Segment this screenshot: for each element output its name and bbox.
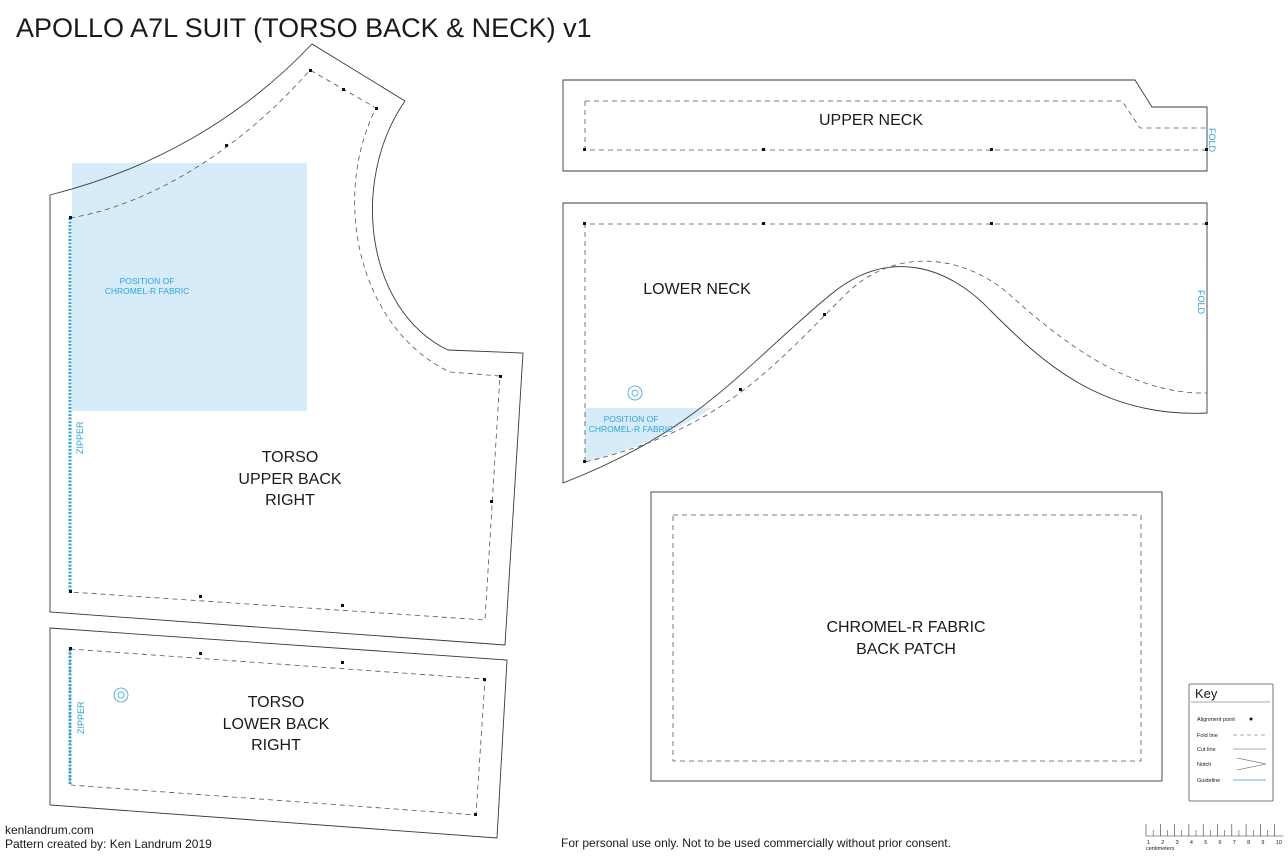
torso-upper-back-cut-line: [49, 43, 524, 646]
torso-upper-back-label-line3: RIGHT: [265, 492, 315, 509]
chromel-position-label-line1: POSITION OF: [604, 414, 659, 424]
ruler-number: 6: [1219, 840, 1222, 846]
torso-lower-back-label-line3: RIGHT: [251, 737, 301, 754]
footer-site: kenlandrum.com: [5, 823, 94, 837]
torso-upper-back-label-line1: TORSO: [262, 449, 319, 466]
back-patch-cut-line: [650, 491, 1163, 782]
footer-notice: For personal use only. Not to be used co…: [561, 836, 951, 850]
zipper-label: ZIPPER: [75, 421, 85, 454]
page-title: APOLLO A7L SUIT (TORSO BACK & NECK) v1: [16, 13, 592, 43]
key-item-alignment-point: Alignment point: [1197, 717, 1235, 723]
target-icon: [627, 385, 643, 401]
ruler-number: 5: [1204, 840, 1207, 846]
torso-upper-back-piece: ZIPPER POSITION OF CHROMEL-R FABRIC TORS…: [49, 43, 524, 646]
alignment-points: [583, 148, 1208, 151]
back-patch-label-line2: BACK PATCH: [856, 641, 956, 658]
chromel-r-position-area: [585, 408, 712, 462]
chromel-position-label-line2: CHROMEL-R FABRIC: [105, 286, 190, 296]
lower-neck-label: LOWER NECK: [643, 281, 751, 298]
back-patch-label-line1: CHROMEL-R FABRIC: [826, 619, 985, 636]
ruler-number: 7: [1233, 840, 1236, 846]
footer-credit: Pattern created by: Ken Landrum 2019: [5, 837, 212, 851]
lower-neck-cut-line: [562, 202, 1208, 484]
chromel-position-label-line2: CHROMEL-R FABRIC: [589, 424, 674, 434]
ruler-number: 9: [1261, 840, 1264, 846]
key-item-guideline: Guideline: [1197, 778, 1220, 784]
key-item-notch: Notch: [1197, 762, 1211, 768]
back-patch-seam-line: [672, 514, 1142, 762]
torso-lower-back-piece: ZIPPER TORSO LOWER BACK RIGHT: [49, 627, 508, 839]
key-title: Key: [1195, 686, 1218, 701]
torso-lower-back-label-line2: LOWER BACK: [223, 716, 330, 733]
ruler-number: 8: [1247, 840, 1250, 846]
alignment-points: [69, 647, 486, 816]
alignment-points: [69, 69, 502, 607]
ruler-number: 10: [1276, 840, 1282, 846]
upper-neck-cut-line: [562, 79, 1208, 172]
alignment-point-icon: [1249, 717, 1253, 721]
ruler-unit: centimeters: [1146, 846, 1175, 852]
legend-key: Key Alignment point Fold line Cut line N…: [1188, 683, 1274, 802]
target-icon: [113, 687, 129, 703]
ruler-number: 3: [1176, 840, 1179, 846]
ruler-number: 1: [1147, 840, 1150, 846]
upper-neck-label: UPPER NECK: [819, 112, 923, 129]
chromel-r-position-area: [72, 163, 307, 411]
torso-lower-back-cut-line: [49, 627, 508, 839]
alignment-points: [583, 222, 1208, 463]
centimeter-ruler: 1 2 3 4 5 6 7 8 9 10 centimeters: [1145, 824, 1284, 852]
back-patch-piece: CHROMEL-R FABRIC BACK PATCH: [650, 491, 1163, 782]
lower-neck-piece: LOWER NECK POSITION OF CHROMEL-R FABRIC …: [562, 202, 1208, 484]
ruler-number: 4: [1190, 840, 1193, 846]
torso-upper-back-seam-line: [69, 69, 501, 621]
upper-neck-piece: UPPER NECK FOLD: [562, 79, 1217, 172]
torso-lower-back-label-line1: TORSO: [248, 694, 305, 711]
lower-neck-seam-line: [584, 223, 1208, 463]
key-item-fold-line: Fold line: [1197, 733, 1218, 739]
notch-icon: [1236, 757, 1267, 771]
key-box: [1188, 683, 1274, 802]
chromel-position-label-line1: POSITION OF: [120, 276, 175, 286]
ruler-number: 2: [1161, 840, 1164, 846]
torso-upper-back-label-line2: UPPER BACK: [238, 471, 341, 488]
zipper-label: ZIPPER: [76, 701, 86, 734]
fold-label: FOLD: [1196, 290, 1206, 315]
fold-label: FOLD: [1207, 128, 1217, 153]
key-item-cut-line: Cut line: [1197, 747, 1216, 753]
